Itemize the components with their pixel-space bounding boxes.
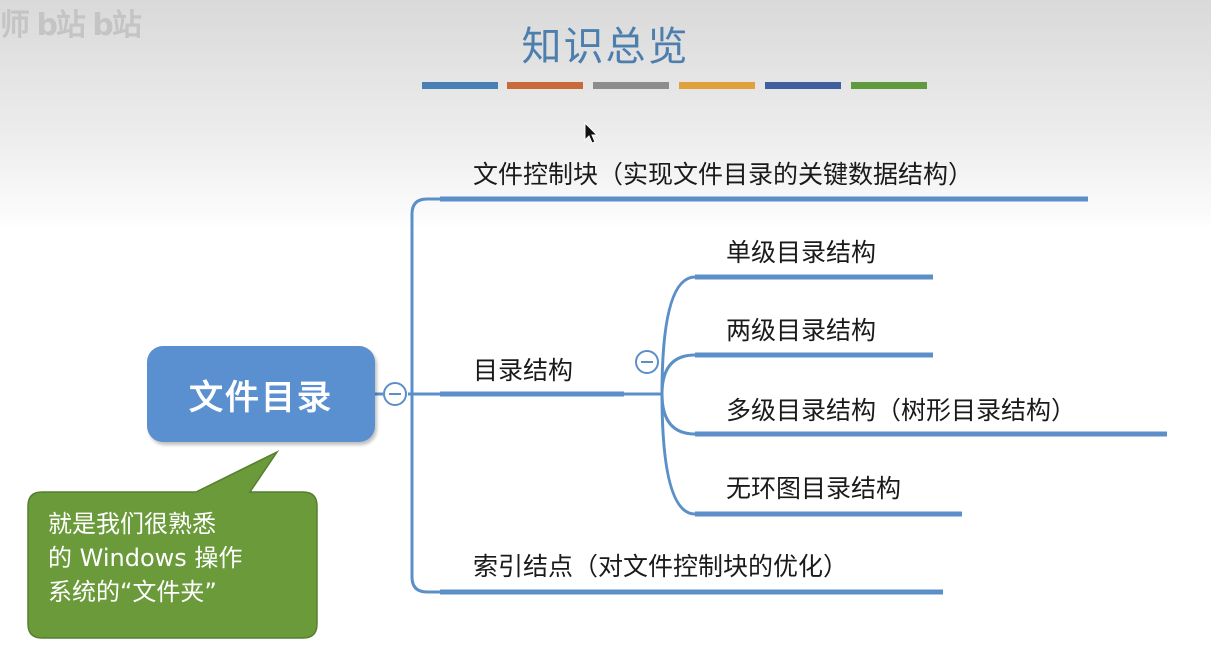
title-underline-bar-4 — [679, 82, 755, 89]
sub-branch-single[interactable]: 单级目录结构 — [726, 238, 877, 267]
sub-connector-multi — [660, 393, 696, 436]
callout-bubble — [27, 450, 318, 639]
title-underline-bar-1 — [422, 82, 498, 89]
sub-connector-two — [660, 353, 696, 395]
root-node[interactable]: 文件目录 — [147, 346, 375, 442]
branch-connector-fcb — [408, 197, 440, 396]
mouse-pointer-icon — [584, 122, 599, 144]
root-node-label: 文件目录 — [189, 377, 333, 418]
sub-connector-single — [660, 275, 696, 395]
title-underline-bar-5 — [765, 82, 841, 89]
watermark: 师 b站 b站 — [0, 8, 142, 43]
sub-branch-multi-level[interactable]: 多级目录结构（树形目录结构） — [726, 396, 1077, 425]
collapse-minus-icon[interactable] — [383, 382, 407, 406]
sub-branch-acyclic[interactable]: 无环图目录结构 — [726, 474, 902, 503]
sub-connector-acyclic — [660, 393, 696, 516]
callout-line-2: 的 Windows 操作 — [48, 544, 243, 572]
callout-text: 就是我们很熟悉 的 Windows 操作 系统的“文件夹” — [48, 507, 310, 609]
title-underline-bar-6 — [851, 82, 927, 89]
title-underline-bar-2 — [507, 82, 583, 89]
branch-index-node[interactable]: 索引结点（对文件控制块的优化） — [473, 552, 849, 581]
collapse-minus-icon[interactable] — [635, 350, 659, 374]
branch-dir-structure[interactable]: 目录结构 — [473, 356, 574, 385]
branch-fcb[interactable]: 文件控制块（实现文件目录的关键数据结构） — [473, 160, 974, 189]
slide-title: 知识总览 — [521, 24, 690, 70]
sub-branch-two-level[interactable]: 两级目录结构 — [726, 316, 877, 345]
callout-line-3: 系统的“文件夹” — [48, 578, 217, 606]
branch-connector-index — [410, 394, 440, 594]
title-underline-bar-3 — [593, 82, 669, 89]
callout-line-1: 就是我们很熟悉 — [48, 510, 216, 538]
